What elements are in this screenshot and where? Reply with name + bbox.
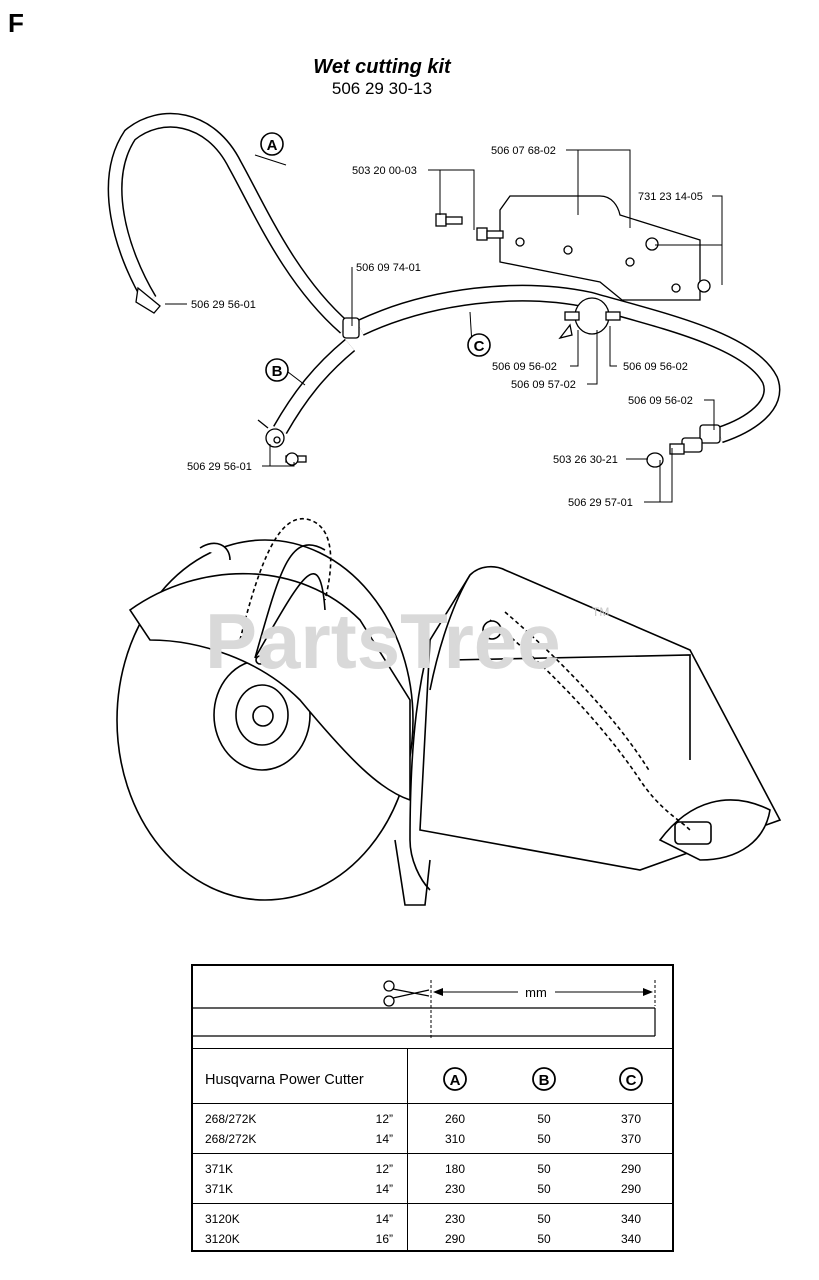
part-label: 503 26 30-21 [553, 454, 618, 466]
cell-c: 290 [620, 1162, 642, 1176]
part-label: 506 29 57-01 [568, 497, 633, 509]
hose-a [107, 112, 350, 334]
cell-a: 310 [444, 1132, 466, 1146]
cell-c: 290 [620, 1182, 642, 1196]
column-headers: A B C [443, 1067, 643, 1091]
part-label: 506 09 56-02 [492, 361, 557, 373]
cell-c: 370 [620, 1132, 642, 1146]
cell-b: 50 [537, 1162, 551, 1176]
svg-text:A: A [267, 137, 278, 154]
part-label: 506 09 57-02 [511, 379, 576, 391]
quick-coupling [646, 424, 721, 468]
col-b-header: B [532, 1067, 556, 1091]
cell-model: 3120K [205, 1212, 240, 1226]
kit-part-number: 506 29 30-13 [331, 79, 433, 98]
table-row: 268/272K 14” 310 50 370 [193, 1132, 672, 1150]
callout-a: A [260, 132, 284, 156]
product-header: Husqvarna Power Cutter [205, 1072, 364, 1088]
part-label: 503 20 00-03 [352, 165, 417, 177]
measure-strip: mm [193, 980, 656, 1038]
measure-label: mm [525, 985, 547, 1000]
part-label: 506 29 56-01 [187, 461, 252, 473]
parts-diagram: A B C 503 20 00-03 506 07 68-02 731 23 1… [107, 112, 782, 906]
cell-a: 230 [444, 1182, 466, 1196]
cell-size: 14” [375, 1182, 393, 1196]
part-label: 506 29 56-01 [191, 299, 256, 311]
callout-b: B [265, 358, 289, 382]
cell-a: 260 [444, 1112, 466, 1126]
hose-b [257, 338, 356, 448]
cell-b: 50 [537, 1182, 551, 1196]
cell-model: 3120K [205, 1232, 240, 1246]
cell-b: 50 [537, 1212, 551, 1226]
cell-c: 340 [620, 1212, 642, 1226]
bracket [499, 195, 701, 301]
cell-a: 230 [444, 1212, 466, 1226]
cell-b: 50 [537, 1232, 551, 1246]
part-label: 506 09 56-02 [628, 395, 693, 407]
valve [558, 297, 621, 340]
cell-size: 14” [375, 1212, 393, 1226]
cell-c: 340 [620, 1232, 642, 1246]
svg-text:A: A [450, 1072, 461, 1089]
hose-length-table: mm Husqvarna Power Cutter A B C 268/272K… [191, 964, 674, 1252]
svg-text:B: B [539, 1072, 550, 1089]
part-label: 506 09 56-02 [623, 361, 688, 373]
table-row: 268/272K 12” 260 50 370 [193, 1112, 672, 1130]
cell-size: 12” [375, 1162, 393, 1176]
screws [285, 213, 711, 466]
cell-model: 268/272K [205, 1132, 257, 1146]
col-c-header: C [619, 1067, 643, 1091]
cell-model: 268/272K [205, 1112, 257, 1126]
svg-text:C: C [626, 1072, 637, 1089]
cell-model: 371K [205, 1182, 234, 1196]
cell-a: 180 [444, 1162, 466, 1176]
table-row: 3120K 14” 230 50 340 [193, 1212, 672, 1230]
table-row: 3120K 16” 290 50 340 [193, 1232, 672, 1250]
table-row: 371K 14” 230 50 290 [193, 1182, 672, 1200]
kit-title: Wet cutting kit [313, 56, 451, 78]
leader-lines [165, 149, 723, 503]
watermark-tm: TM [592, 605, 609, 619]
scissors-icon [383, 980, 430, 1007]
svg-text:C: C [474, 338, 485, 355]
section-letter: F [8, 8, 24, 38]
cell-size: 12” [375, 1112, 393, 1126]
cell-c: 370 [620, 1112, 642, 1126]
power-cutter-drawing [116, 517, 782, 906]
part-label: 506 09 74-01 [356, 262, 421, 274]
watermark: PartsTree [205, 597, 561, 685]
col-a-header: A [443, 1067, 467, 1091]
callout-c: C [467, 333, 491, 357]
svg-text:B: B [272, 363, 283, 380]
part-label: 731 23 14-05 [638, 191, 703, 203]
cell-model: 371K [205, 1162, 234, 1176]
cell-size: 14” [375, 1132, 393, 1146]
part-label: 506 07 68-02 [491, 145, 556, 157]
cell-a: 290 [444, 1232, 466, 1246]
table-row: 371K 12” 180 50 290 [193, 1162, 672, 1180]
cell-b: 50 [537, 1112, 551, 1126]
cell-size: 16” [375, 1232, 393, 1246]
hose-c [356, 284, 781, 444]
cell-b: 50 [537, 1132, 551, 1146]
